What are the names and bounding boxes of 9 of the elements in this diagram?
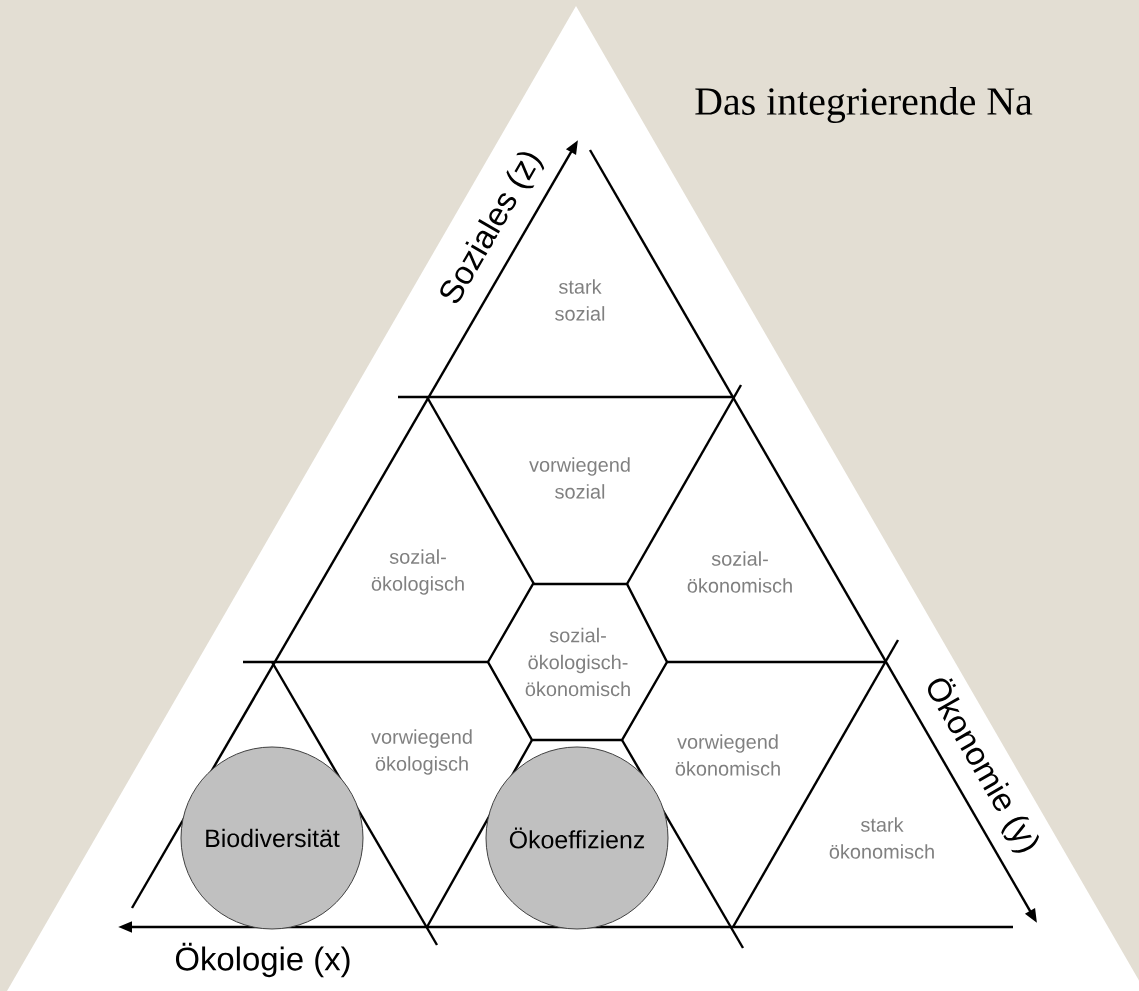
- region-label: sozial-ökologisch: [371, 549, 464, 595]
- region-label: sozial-ökonomisch: [687, 551, 792, 593]
- title: Das integrierende Na: [695, 86, 1033, 124]
- region-label: sozial-ökologisch-ökonomisch: [525, 627, 630, 697]
- region-label: stark sozial: [555, 279, 605, 321]
- region-label: vorwiegend ökologisch: [371, 729, 472, 775]
- region-label: stark ökonomisch: [829, 817, 934, 859]
- region-label: vorwiegend ökonomisch: [675, 734, 780, 776]
- region-label: vorwiegend sozial: [529, 457, 630, 499]
